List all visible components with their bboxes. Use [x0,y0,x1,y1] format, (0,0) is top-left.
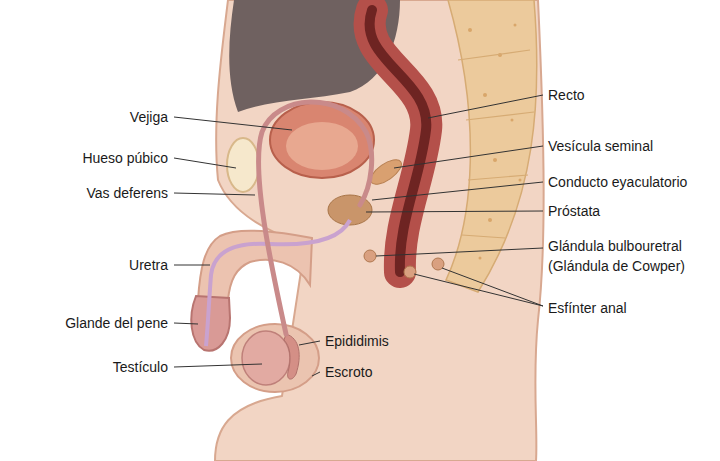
part-label: Vejiga [130,107,168,127]
testicle [242,331,290,385]
part-label: Testículo [113,357,168,377]
part-label: Recto [548,85,585,105]
part-label: Escroto [325,362,372,382]
bladder [270,102,374,178]
bulbourethral-gland [364,250,376,262]
bone-texture [468,24,522,260]
part-label: Hueso púbico [82,148,168,168]
sacrum [446,0,537,292]
pubic-bone [227,138,259,192]
part-label: Glándula bulbouretral (Glándula de Cowpe… [548,236,716,276]
part-label: Uretra [129,255,168,275]
part-label: Próstata [548,201,600,221]
part-label: Epididimis [325,331,389,351]
part-label: Conducto eyaculatorio [548,172,687,192]
epididymis [284,334,299,379]
anal-sphincter [404,266,416,278]
body-section [215,0,544,461]
part-label: Vesícula seminal [548,136,653,156]
part-label: Esfínter anal [548,298,627,318]
rectum [370,10,427,272]
scrotum [231,324,319,392]
part-label: Glande del pene [65,313,168,333]
leader-lines [174,95,543,376]
part-label: Vas deferens [87,183,168,203]
vas-deferens [259,102,372,334]
